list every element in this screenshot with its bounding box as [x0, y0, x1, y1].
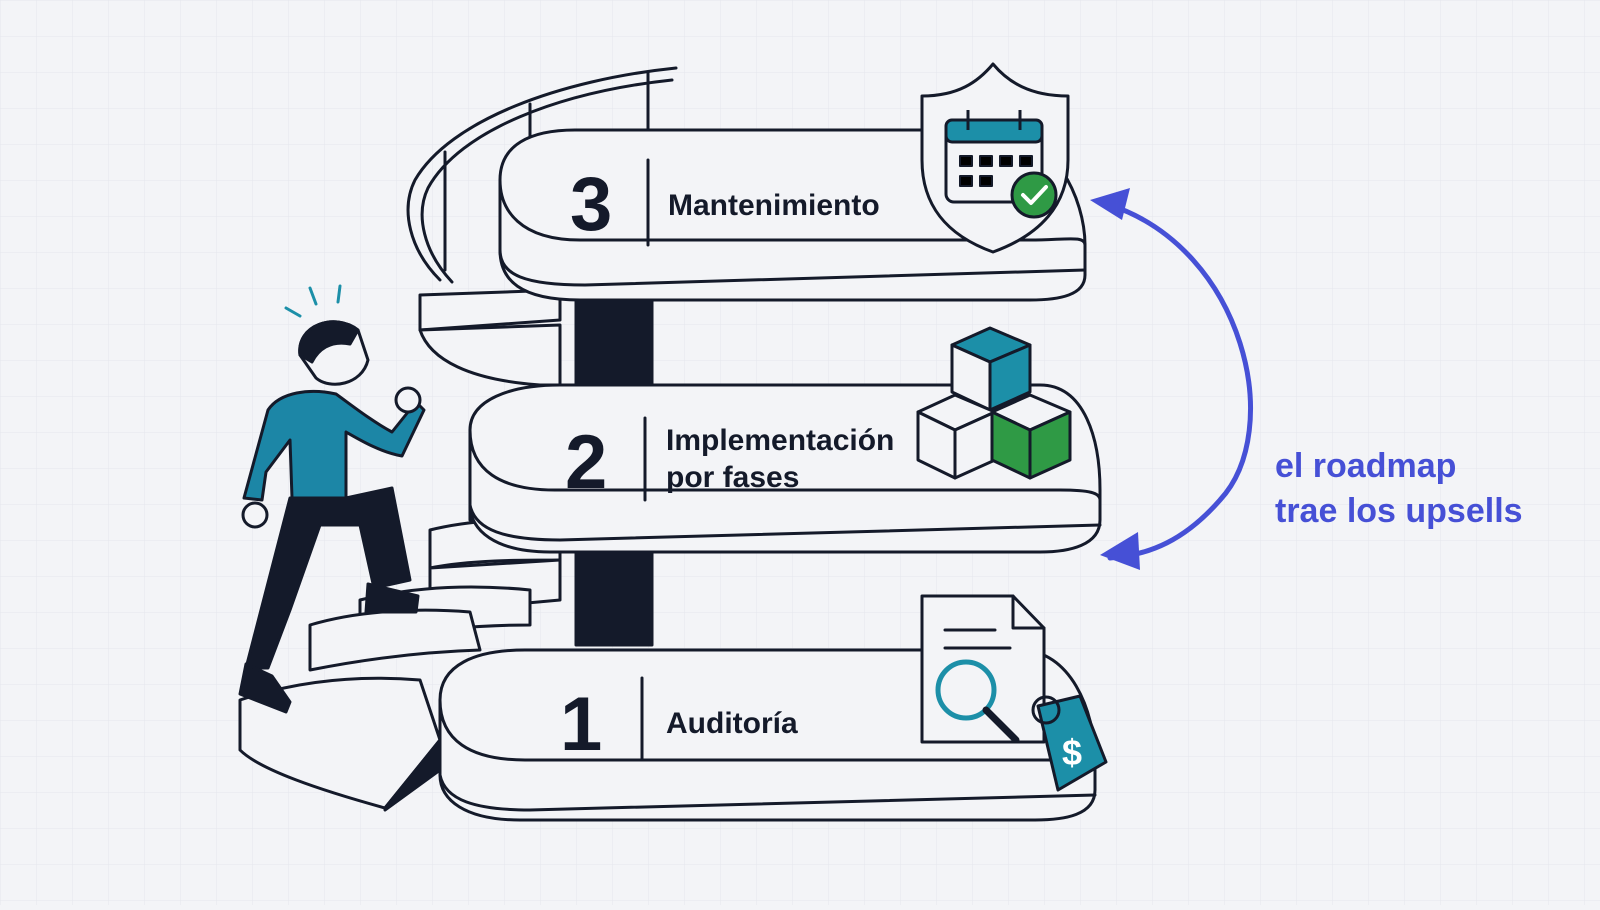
document-search-price-tag-icon: [920, 594, 1108, 792]
column-segment-lower: [574, 543, 654, 647]
handrail: [406, 66, 678, 284]
step-2-number: 2: [565, 420, 607, 505]
column-segment-upper: [574, 288, 654, 387]
step-2-label-line2: por fases: [666, 461, 799, 494]
step-2-label-line1: Implementación: [666, 424, 894, 457]
double-arrow-icon: [1090, 188, 1253, 570]
shield-calendar-check-icon: [920, 62, 1070, 254]
step-1-number: 1: [560, 682, 602, 767]
annotation-line-1: el roadmap: [1275, 447, 1456, 485]
annotation-line-2: trae los upsells: [1275, 492, 1523, 530]
price-tag-symbol: $: [1062, 732, 1082, 773]
step-3-label: Mantenimiento: [668, 189, 880, 222]
person-climbing-icon: [238, 284, 426, 714]
cubes-icon: [916, 326, 1072, 480]
step-1-label: Auditoría: [666, 707, 798, 740]
step-3-number: 3: [570, 162, 612, 247]
